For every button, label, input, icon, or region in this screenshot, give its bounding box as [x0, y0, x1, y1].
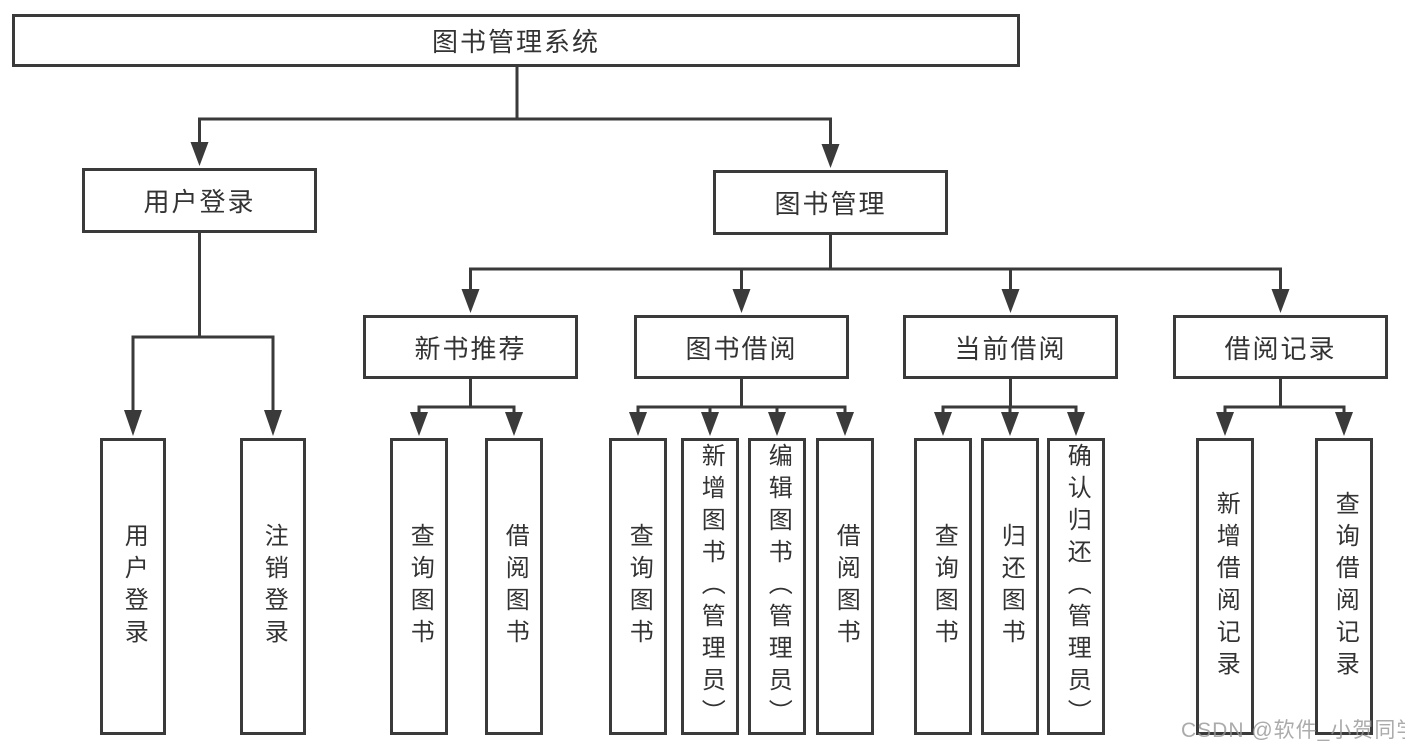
node-user-login-label: 用户登录 [143, 187, 256, 217]
leaf-logout: 注销登录 [240, 438, 306, 735]
leaf-bookborrow-query-books: 查询图书 [609, 438, 667, 735]
leaf-bookborrow-edit-books-admin-label: 编辑图书（管理员） [764, 442, 792, 731]
leaf-currentborrow-confirm-return-admin: 确认归还（管理员） [1047, 438, 1105, 735]
leaf-records-add-record-label: 新增借阅记录 [1212, 490, 1240, 683]
connector-bookborrow-to-leaves [629, 379, 854, 436]
connector-bookmgmt-to-level3 [461, 235, 1290, 313]
leaf-currentborrow-confirm-return-admin-label: 确认归还（管理员） [1063, 442, 1091, 731]
leaf-currentborrow-return-books: 归还图书 [981, 438, 1039, 735]
node-book-borrow-label: 图书借阅 [685, 333, 798, 364]
leaf-user-login-label: 用户登录 [120, 522, 148, 651]
leaf-bookborrow-add-books-admin: 新增图书（管理员） [681, 438, 739, 735]
leaf-records-query-record: 查询借阅记录 [1315, 438, 1373, 735]
leaf-newbooks-borrow-books-label: 借阅图书 [501, 522, 529, 651]
connector-userlogin-to-leaves [124, 233, 282, 436]
node-borrow-records: 借阅记录 [1173, 315, 1388, 379]
leaf-records-add-record: 新增借阅记录 [1196, 438, 1254, 735]
node-current-borrow: 当前借阅 [903, 315, 1118, 379]
leaf-user-login: 用户登录 [100, 438, 166, 735]
connector-borrowrecords-to-leaves [1216, 379, 1353, 436]
node-book-management-label: 图书管理 [774, 189, 887, 219]
leaf-currentborrow-query-books: 查询图书 [914, 438, 972, 735]
connector-newbooks-to-leaves [410, 379, 523, 436]
node-new-books: 新书推荐 [363, 315, 578, 379]
leaf-currentborrow-query-books-label: 查询图书 [930, 522, 958, 651]
node-book-management: 图书管理 [713, 170, 948, 235]
leaf-records-query-record-label: 查询借阅记录 [1331, 490, 1359, 683]
leaf-bookborrow-query-books-label: 查询图书 [625, 522, 653, 651]
node-root-label: 图书管理系统 [431, 27, 600, 57]
leaf-newbooks-query-books: 查询图书 [390, 438, 448, 735]
leaf-logout-label: 注销登录 [260, 522, 288, 651]
node-borrow-records-label: 借阅记录 [1224, 333, 1337, 364]
leaf-newbooks-query-books-label: 查询图书 [406, 522, 434, 651]
connector-root-to-level2 [190, 67, 840, 168]
leaf-bookborrow-borrow-books-label: 借阅图书 [832, 522, 860, 651]
node-current-borrow-label: 当前借阅 [954, 333, 1067, 364]
leaf-bookborrow-add-books-admin-label: 新增图书（管理员） [697, 442, 725, 731]
leaf-currentborrow-return-books-label: 归还图书 [997, 522, 1025, 651]
leaf-bookborrow-edit-books-admin: 编辑图书（管理员） [748, 438, 806, 735]
leaf-bookborrow-borrow-books: 借阅图书 [816, 438, 874, 735]
node-root-library-system: 图书管理系统 [12, 14, 1020, 67]
node-new-books-label: 新书推荐 [414, 333, 527, 364]
node-book-borrow: 图书借阅 [634, 315, 849, 379]
connector-currentborrow-to-leaves [934, 379, 1085, 436]
node-user-login: 用户登录 [82, 168, 317, 233]
csdn-watermark: CSDN @软件_小贺同学 [1181, 719, 1405, 742]
leaf-newbooks-borrow-books: 借阅图书 [485, 438, 543, 735]
